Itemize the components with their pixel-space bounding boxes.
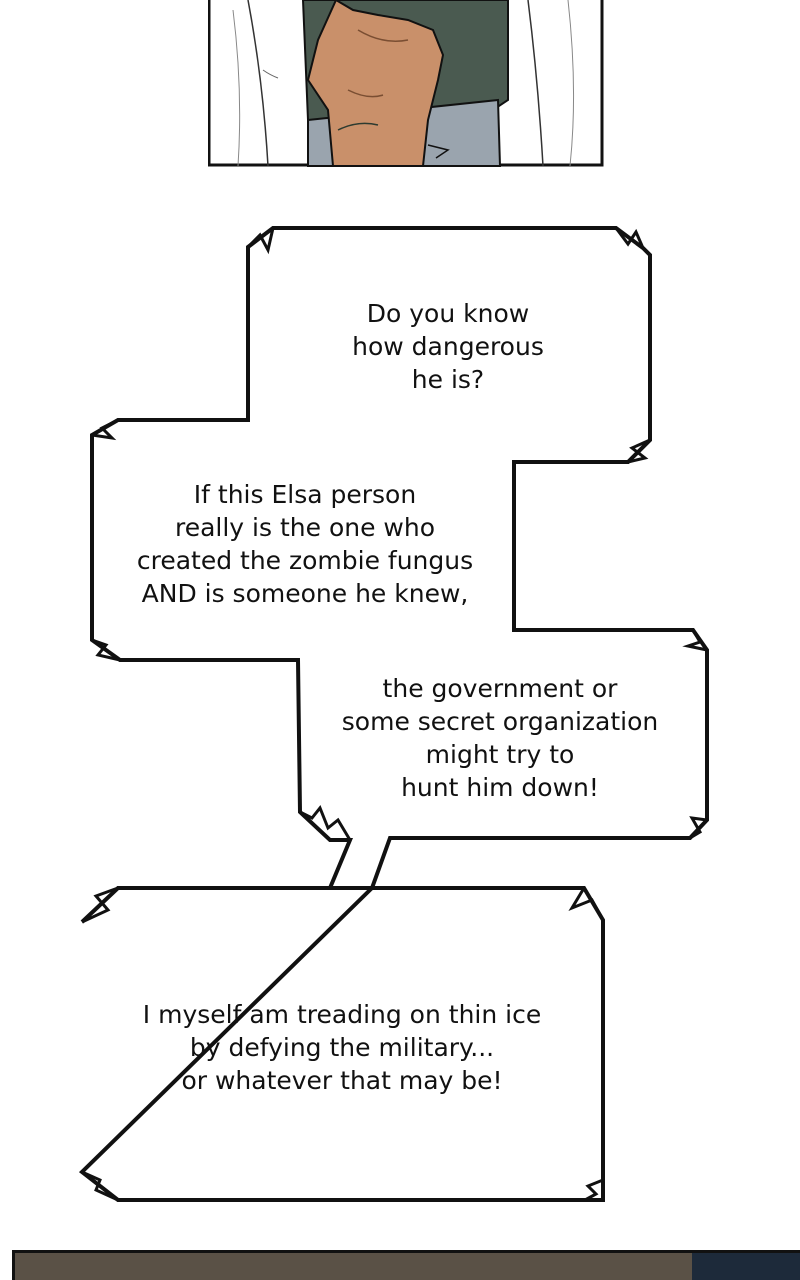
bubble-cluster-outline xyxy=(90,226,709,890)
bubble-3-text: the government or some secret organizati… xyxy=(341,674,659,802)
top-panel-art xyxy=(208,0,604,167)
bottom-comic-panel-right xyxy=(692,1250,800,1280)
bottom-comic-panel xyxy=(12,1250,692,1280)
bubble-1-text: Do you know how dangerous he is? xyxy=(352,299,544,394)
top-comic-panel xyxy=(208,0,604,168)
bubble-4-text: I myself am treading on thin ice by defy… xyxy=(142,1000,542,1095)
bubble-2-text: If this Elsa person really is the one wh… xyxy=(136,480,474,608)
